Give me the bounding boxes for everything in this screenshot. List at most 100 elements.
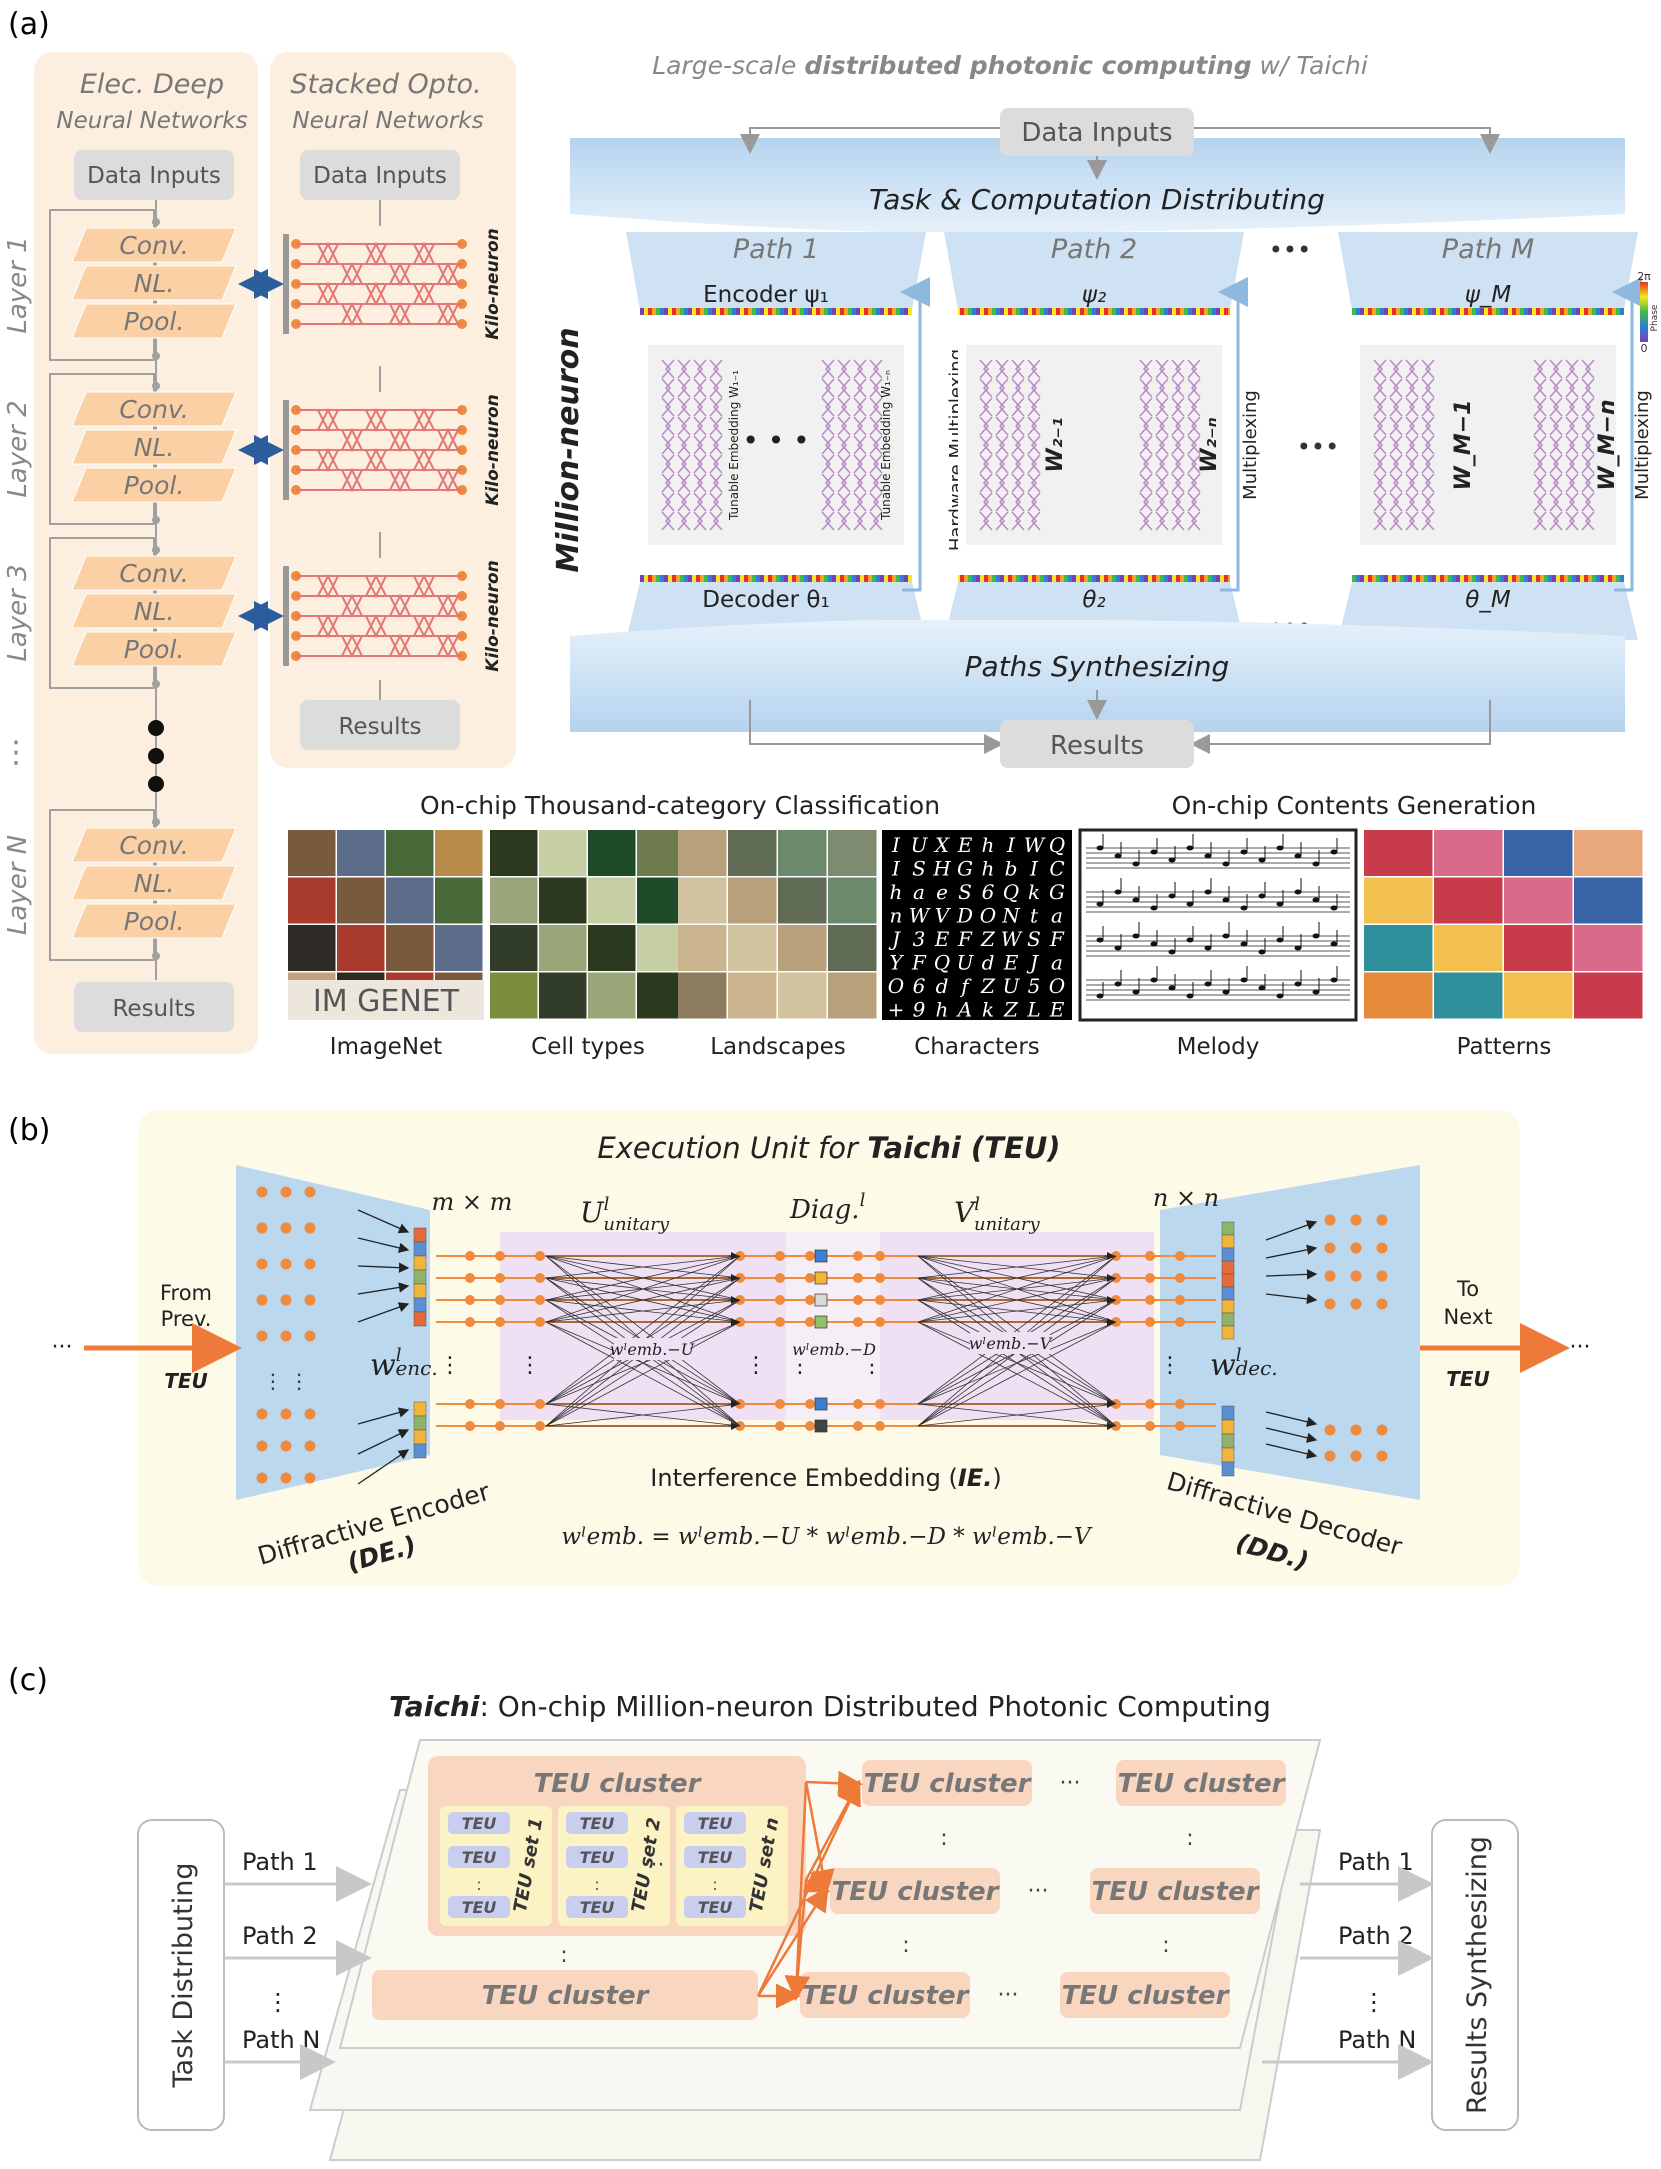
flow-node bbox=[152, 546, 160, 554]
mzi-mesh-segment bbox=[979, 454, 993, 474]
mzi-mesh-segment bbox=[1533, 492, 1547, 512]
decoder-phase-cell bbox=[1221, 1325, 1235, 1340]
results-main-box bbox=[1000, 720, 1194, 768]
mzi-coupler bbox=[413, 615, 435, 639]
task-distributing-box bbox=[137, 1819, 225, 2131]
panel-c: (c) Taichi: On-chip Million-neuron Distr… bbox=[8, 1663, 1519, 2161]
note-head bbox=[1330, 905, 1338, 911]
thumbnail-cell bbox=[1364, 972, 1433, 1019]
channel-node bbox=[535, 1421, 545, 1431]
mzi-mesh-segment bbox=[1421, 397, 1435, 417]
channel-node bbox=[1145, 1295, 1155, 1305]
layer-label: Layer 2 bbox=[3, 400, 33, 497]
channel-ellipsis: ⋮ bbox=[439, 1353, 461, 1378]
mzi-mesh-segment bbox=[1027, 397, 1041, 417]
mzi-coupler bbox=[413, 613, 435, 637]
mzi-mesh-segment bbox=[995, 397, 1009, 417]
encoder-input-dot bbox=[280, 1330, 292, 1342]
note-head bbox=[1096, 845, 1104, 851]
thumbnail-cell bbox=[1364, 830, 1433, 876]
teu-sets-ellipsis: ··· bbox=[644, 1853, 665, 1878]
teu-cluster-grid-label: TEU cluster bbox=[1062, 1981, 1231, 2011]
teu-chip bbox=[684, 1812, 746, 1834]
encoder-dots-v: ⋮ ⋮ bbox=[263, 1369, 309, 1393]
handwritten-char: D bbox=[956, 904, 973, 928]
path-in-label: Path 1 bbox=[242, 1848, 318, 1876]
mzi-coupler bbox=[341, 635, 363, 659]
teu-chip bbox=[448, 1812, 510, 1834]
mzi-mesh-segment bbox=[661, 416, 675, 436]
channel-node bbox=[875, 1251, 885, 1261]
decoder-output-dot bbox=[1376, 1242, 1388, 1254]
diag-modulator bbox=[814, 1249, 828, 1263]
channel-node bbox=[495, 1273, 505, 1283]
handwritten-char: a bbox=[1051, 951, 1063, 975]
mzi-mesh-segment bbox=[1373, 511, 1387, 531]
mzi-mesh-segment bbox=[1187, 492, 1201, 512]
decoder-phase-cell bbox=[1221, 1221, 1235, 1236]
layer-block-label: Pool. bbox=[124, 907, 185, 936]
mzi-mesh-segment bbox=[1533, 511, 1547, 531]
mzi-mesh-segment bbox=[1373, 435, 1387, 455]
panel-b-label: (b) bbox=[8, 1113, 50, 1148]
channel-node bbox=[875, 1273, 885, 1283]
thumbnail-cell bbox=[1434, 972, 1503, 1019]
channel-node bbox=[1175, 1273, 1185, 1283]
note-head bbox=[1240, 849, 1248, 855]
teu-cluster-lower bbox=[372, 1970, 758, 2020]
flow-node bbox=[152, 382, 160, 390]
thumbnail-cell bbox=[637, 925, 685, 971]
mzi-mesh-segment bbox=[1389, 492, 1403, 512]
decoder-output-dot bbox=[1324, 1424, 1336, 1436]
multiplexing-loop bbox=[1218, 277, 1248, 592]
handwritten-char: L bbox=[1026, 998, 1040, 1022]
kilo-neuron-label: Kilo-neuron bbox=[483, 394, 503, 505]
unitary-connection bbox=[917, 1299, 1117, 1323]
thumbnail-cell bbox=[435, 830, 483, 876]
elec-title-1: Elec. Deep bbox=[80, 69, 224, 100]
mzi-coupler bbox=[317, 283, 339, 307]
mzi-coupler bbox=[413, 243, 435, 267]
decoder-output-dot bbox=[1350, 1270, 1362, 1282]
handwritten-char: O bbox=[980, 904, 996, 928]
thumbnail-cell bbox=[1504, 830, 1573, 876]
channel-node bbox=[875, 1421, 885, 1431]
mzi-mesh-segment bbox=[869, 454, 883, 474]
mzi-coupler bbox=[437, 303, 459, 327]
mzi-mesh-segment bbox=[1421, 378, 1435, 398]
teu-chip bbox=[566, 1896, 628, 1918]
mzi-mesh-segment bbox=[661, 511, 675, 531]
teu-cluster-grid-label: TEU cluster bbox=[1092, 1877, 1261, 1907]
encoder-phase-cell bbox=[413, 1297, 427, 1313]
encoder-input-dot bbox=[304, 1222, 316, 1234]
thumbnail-cell bbox=[728, 925, 777, 971]
mzi-mesh-segment bbox=[1421, 416, 1435, 436]
flow-node bbox=[152, 952, 160, 960]
note-head bbox=[1258, 893, 1266, 899]
handwritten-char: S bbox=[958, 880, 972, 904]
decoder-output-dot bbox=[1376, 1424, 1388, 1436]
thumbnail-cell bbox=[1504, 877, 1573, 924]
thumbnail-cell bbox=[288, 925, 336, 971]
encoder-ray bbox=[357, 1302, 410, 1323]
mzi-mesh-segment bbox=[1549, 435, 1563, 455]
thumbnail-cell bbox=[288, 877, 336, 924]
encoder-phase-cell bbox=[413, 1415, 427, 1431]
characters-tile bbox=[882, 830, 1072, 1020]
mzi-mesh-segment bbox=[821, 492, 835, 512]
mzi-mesh-segment bbox=[821, 359, 835, 379]
handwritten-char: W bbox=[1001, 927, 1023, 951]
mzi-mesh-segment bbox=[709, 492, 723, 512]
mzi-coupler bbox=[413, 447, 435, 471]
handwritten-char: h bbox=[936, 998, 949, 1022]
handwritten-char: h bbox=[982, 857, 995, 881]
mzi-mesh-segment bbox=[709, 435, 723, 455]
thumbnail-cell bbox=[386, 925, 434, 971]
handwritten-char: A bbox=[956, 998, 972, 1022]
channel-node bbox=[853, 1273, 863, 1283]
mzi-coupler bbox=[389, 635, 411, 659]
handwritten-char: 5 bbox=[1028, 974, 1041, 998]
channel-node bbox=[1175, 1399, 1185, 1409]
